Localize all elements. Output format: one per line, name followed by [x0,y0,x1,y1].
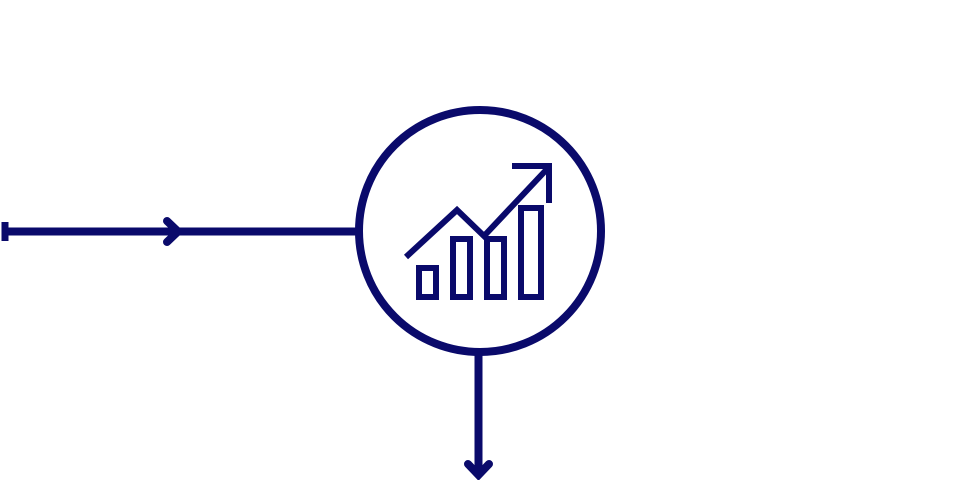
growth-bar-1 [416,265,439,300]
outgoing-arrow-head [464,460,493,480]
growth-bar-3 [484,236,507,300]
growth-bar-4 [518,205,544,300]
growth-chart-icon [403,163,552,300]
incoming-arrow [1,217,357,246]
growth-trend-line [403,165,551,260]
growth-trend-arrowhead [512,163,552,203]
outgoing-arrow [464,352,493,480]
incoming-arrow-head [163,217,184,246]
growth-bar-2 [450,236,473,300]
